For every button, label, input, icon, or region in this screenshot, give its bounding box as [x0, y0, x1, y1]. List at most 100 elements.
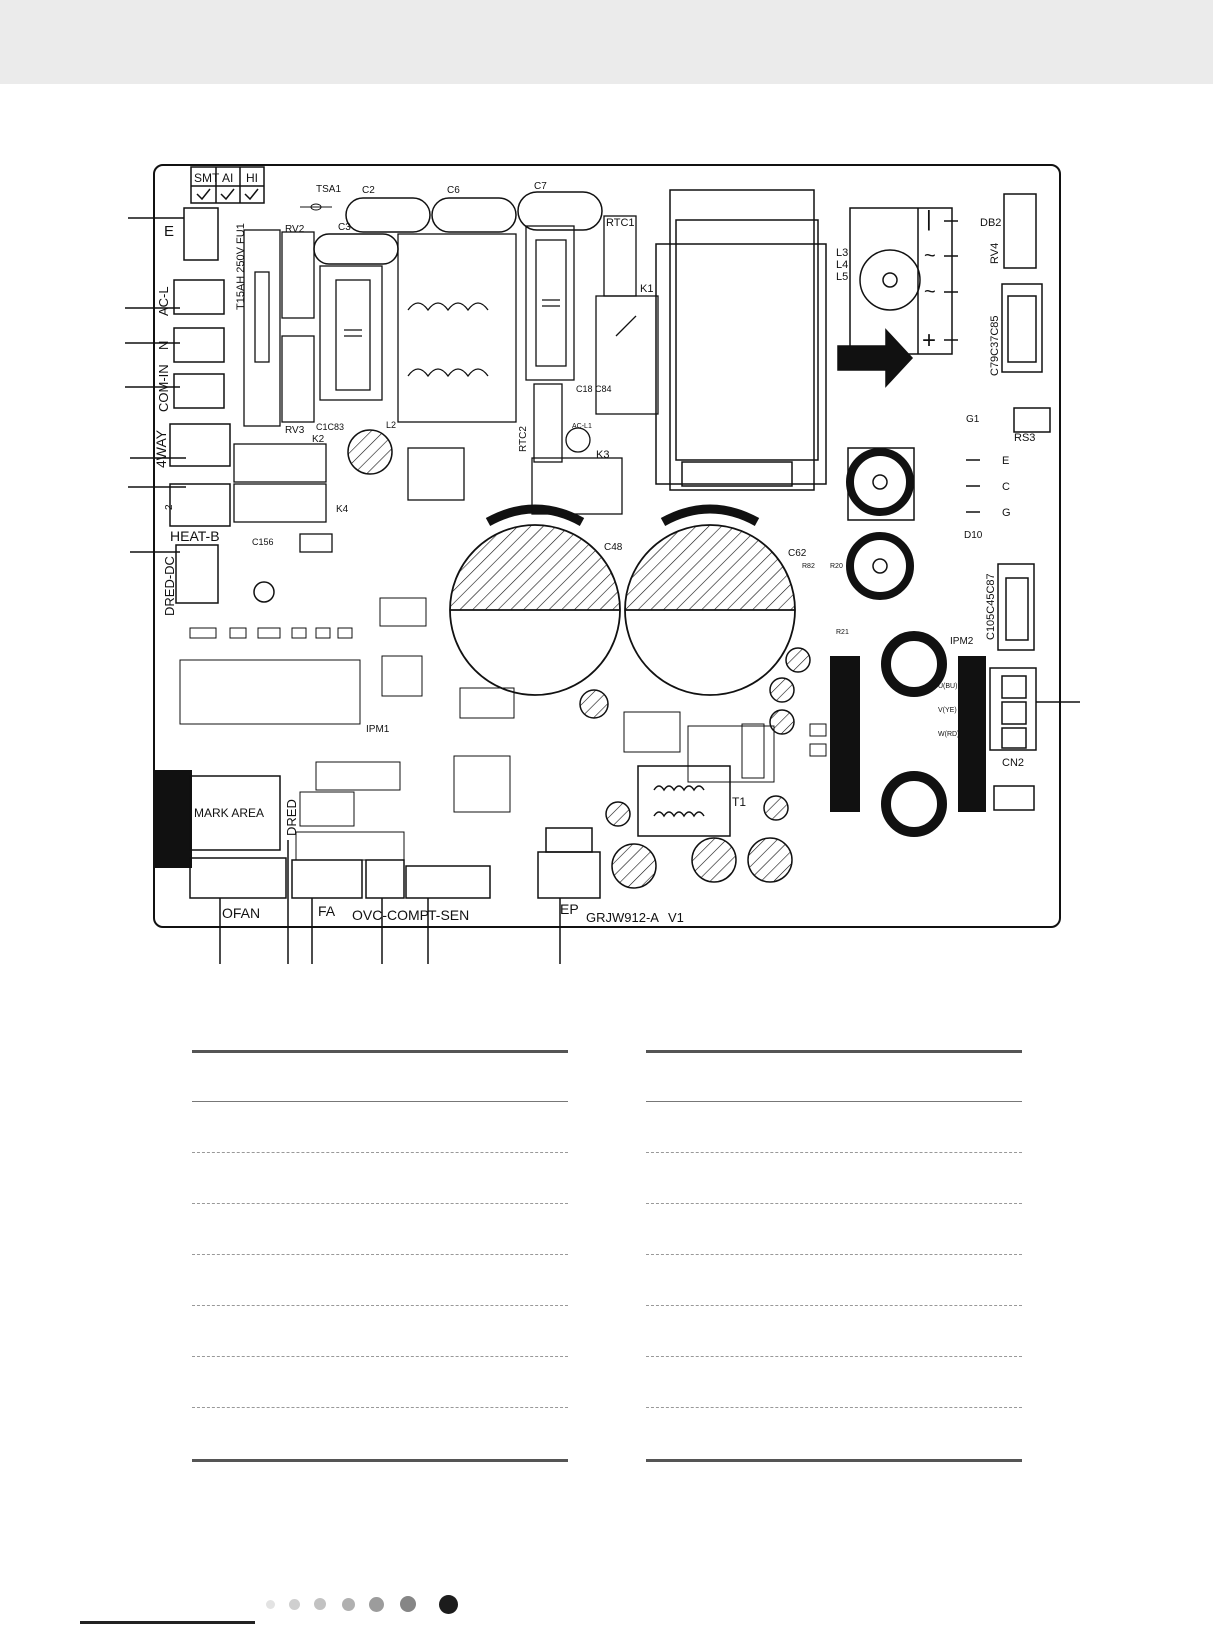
footer-dot: [314, 1598, 326, 1610]
c18c84-label: C18 C84: [576, 384, 612, 394]
fa-label: FA: [318, 903, 336, 919]
table-row-rule: [192, 1305, 568, 1306]
bulk-capacitors: [449, 504, 796, 696]
fuse-label: T15AH 250V FU1: [235, 223, 247, 310]
l4-label: L4: [836, 259, 848, 271]
rtc1-label: RTC1: [606, 217, 635, 229]
ai-label: AI: [222, 171, 233, 185]
svg-text:~: ~: [924, 245, 936, 267]
connector-heat-b-label: HEAT-B: [170, 528, 220, 544]
relays: [233, 443, 623, 553]
c79c37c85-label: C79C37C85: [989, 315, 1001, 376]
g1-label: G1: [966, 414, 980, 425]
table-bottom-rule: [192, 1459, 568, 1462]
k2-label: K2: [312, 434, 325, 445]
reactor-block: [655, 189, 827, 491]
connector-n-label: N: [156, 341, 171, 350]
hi-label: HI: [246, 171, 258, 185]
footer-dot: [265, 1599, 275, 1609]
table-header-rule: [192, 1101, 568, 1102]
ac-l1-label: AC-L1: [572, 423, 592, 430]
rv3-label: RV3: [285, 425, 305, 436]
c62-label: C62: [788, 548, 807, 559]
c7-label: C7: [534, 181, 547, 192]
table-row-rule: [646, 1305, 1022, 1306]
l3-label: L3: [836, 247, 848, 259]
r82-label: R82: [802, 563, 815, 570]
connector-4way-label: 4WAY: [153, 429, 169, 468]
footer-dot: [438, 1594, 458, 1614]
ipm2-label: IPM2: [950, 636, 974, 647]
table-row-rule: [192, 1407, 568, 1408]
c3-label: C3: [338, 222, 351, 233]
board-outline: [153, 164, 1061, 928]
svg-text:|: |: [926, 206, 932, 231]
c1c83-label: C1C83: [316, 422, 344, 432]
table-top-rule: [646, 1050, 1022, 1053]
x-capacitors: [313, 191, 603, 265]
ep-label: EP: [560, 901, 579, 917]
connector-com-in-label: COM-IN: [156, 364, 171, 412]
ovc-comp-label: OVC-COMP: [352, 907, 429, 923]
rs3-label: RS3: [1014, 432, 1035, 444]
smd-pads: [179, 597, 827, 861]
svg-text:+: +: [922, 327, 936, 354]
emi-filter: [319, 215, 659, 463]
rtc2-label: RTC2: [518, 426, 529, 452]
table-row-rule: [192, 1254, 568, 1255]
dred-label: DRED: [284, 799, 299, 836]
table-header-rule: [646, 1101, 1022, 1102]
small-capacitors: [579, 647, 811, 889]
mark-area-tab: [154, 770, 192, 868]
terminal-block: | ~ ~ +: [837, 206, 958, 388]
c2-label: C2: [362, 185, 375, 196]
db2-label: DB2: [980, 217, 1001, 229]
mark-area-box: [189, 775, 281, 851]
ipm1-label: IPM1: [366, 724, 390, 735]
table-row-rule: [192, 1152, 568, 1153]
table-row-rule: [646, 1203, 1022, 1204]
footer-dot: [400, 1596, 416, 1612]
footer-rule: [80, 1621, 255, 1624]
bottom-connectors: [189, 827, 601, 964]
table-row-rule: [646, 1152, 1022, 1153]
table-top-rule: [192, 1050, 568, 1053]
c156-label: C156: [252, 537, 274, 547]
rv4-label: RV4: [989, 243, 1001, 264]
table-row-rule: [192, 1203, 568, 1204]
l2-label: L2: [386, 420, 396, 430]
c6-label: C6: [447, 185, 460, 196]
table-row-rule: [646, 1254, 1022, 1255]
k3-label: K3: [596, 449, 609, 461]
board-model-label: GRJW912-A: [586, 910, 659, 925]
rv2-label: RV2: [285, 224, 305, 235]
transformer-t1: [637, 765, 731, 837]
fuse-block: T15AH 250V FU1: [235, 223, 315, 427]
mark-area-label: MARK AREA: [194, 806, 264, 820]
c48-label: C48: [604, 542, 623, 553]
connector-e-label: E: [164, 223, 174, 240]
c-terminal-label: C: [1002, 481, 1010, 493]
connector-ac-l-label: AC-L: [156, 286, 171, 316]
process-checkbox-table: SMT AI HI: [190, 166, 265, 204]
c105c45c87-label: C105C45C87: [985, 573, 997, 640]
cn2-label: CN2: [1002, 757, 1024, 769]
k1-label: K1: [640, 283, 653, 295]
smt-label: SMT: [194, 171, 220, 185]
k4-label: K4: [336, 504, 349, 515]
v-phase-label: V(YE): [938, 707, 957, 714]
w-phase-label: W(RD): [938, 731, 959, 738]
r21-label: R21: [836, 629, 849, 636]
connector-2-label: 2: [164, 504, 175, 510]
left-connectors: [125, 207, 231, 604]
table-row-rule: [646, 1356, 1022, 1357]
ofan-label: OFAN: [222, 905, 260, 921]
footer-dot: [368, 1596, 384, 1612]
u-phase-label: U(BU): [938, 683, 957, 690]
t1-label: T1: [732, 795, 746, 809]
footer-dot: [341, 1597, 355, 1611]
connector-dred-dc-label: DRED-DC: [162, 556, 177, 616]
t-sen-label: T-SEN: [428, 907, 469, 923]
header-band: [0, 0, 1213, 84]
footer-dot: [288, 1598, 300, 1610]
